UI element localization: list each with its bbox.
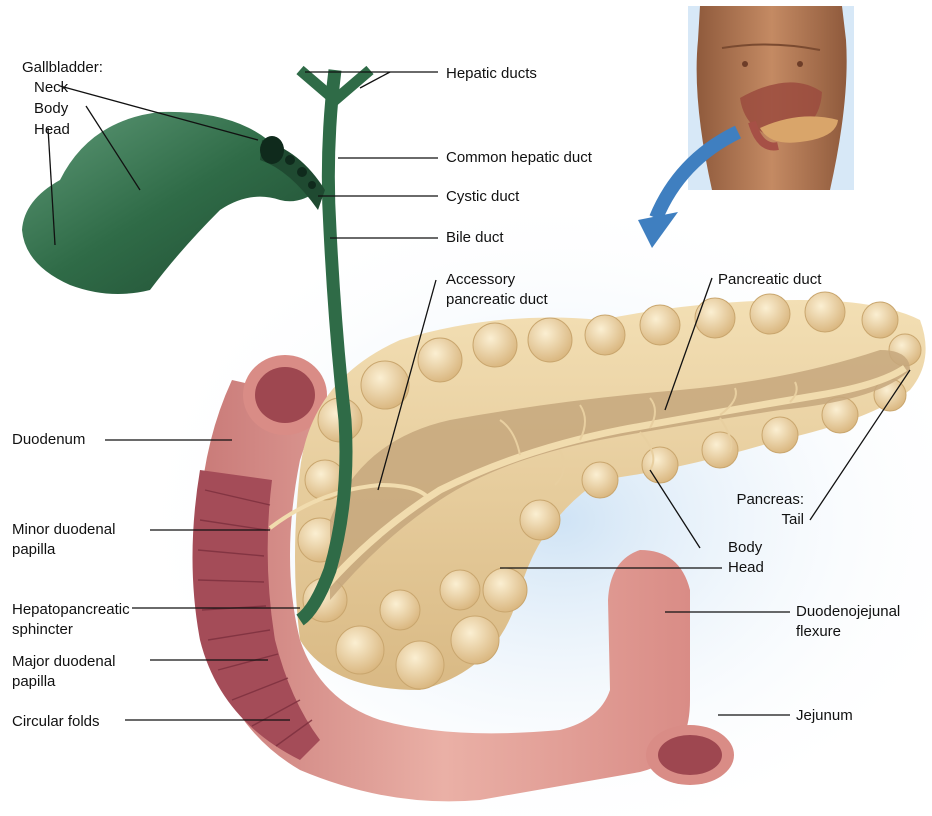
pancreas-tail-label: Tail (704, 510, 804, 529)
gallbladder-body-label: Body (34, 99, 68, 118)
common-hepatic-duct-label: Common hepatic duct (446, 148, 592, 167)
bile-duct-label: Bile duct (446, 228, 504, 247)
gallbladder-head-label: Head (34, 120, 70, 139)
duodenojejunal-flexure-label-line1: Duodenojejunal (796, 602, 900, 621)
major-papilla-label-line2: papilla (12, 672, 55, 691)
torso-inset (688, 6, 854, 190)
duodenum-label: Duodenum (12, 430, 85, 449)
pancreas-head-label: Head (728, 558, 764, 577)
gallbladder-neck-label: Neck (34, 78, 68, 97)
duodenojejunal-flexure-label-line2: flexure (796, 622, 841, 641)
circular-folds-label: Circular folds (12, 712, 100, 731)
minor-papilla-label-line2: papilla (12, 540, 55, 559)
jejunum-label: Jejunum (796, 706, 853, 725)
major-papilla-label-line1: Major duodenal (12, 652, 115, 671)
accessory-duct-label-line2: pancreatic duct (446, 290, 548, 309)
sphincter-label-line1: Hepatopancreatic (12, 600, 130, 619)
accessory-duct-label-line1: Accessory (446, 270, 515, 289)
cystic-duct-label: Cystic duct (446, 187, 519, 206)
sphincter-label-line2: sphincter (12, 620, 73, 639)
hepatic-ducts-label: Hepatic ducts (446, 64, 537, 83)
minor-papilla-label-line1: Minor duodenal (12, 520, 115, 539)
pancreatic-duct-label: Pancreatic duct (718, 270, 821, 289)
pancreas-body-label: Body (728, 538, 762, 557)
gallbladder-heading: Gallbladder: (22, 58, 103, 77)
pancreas-heading: Pancreas: (704, 490, 804, 509)
gallbladder-organ (22, 112, 325, 294)
